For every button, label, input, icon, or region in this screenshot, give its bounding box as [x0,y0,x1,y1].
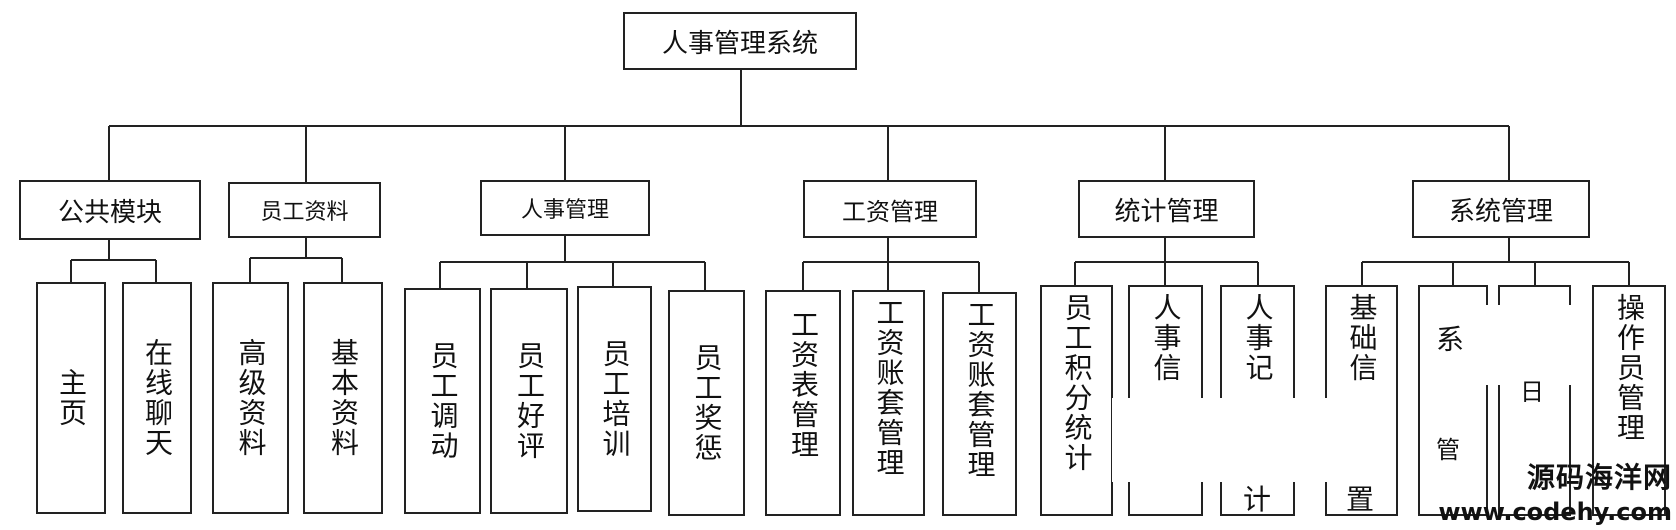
leaf-system-2 [1418,285,1488,516]
fragment-xi: 系 [1436,323,1465,356]
leaf-label: 工资账套管理 [872,298,906,478]
module-label: 系统管理 [1448,196,1553,227]
module-label: 工资管理 [842,197,938,226]
leaf-operator-management: 操作员管理 [1592,285,1666,516]
module-employee-data: 员工资料 [228,182,381,238]
watermark-title: 源码海洋网 [1526,461,1672,494]
leaf-employee-rewards: 员工奖惩 [668,290,745,516]
occlusion-right [1468,305,1588,385]
leaf-label: 在线聊天 [141,338,174,458]
leaf-label: 基本资料 [327,338,360,458]
leaf-home: 主页 [36,282,106,514]
module-public: 公共模块 [19,180,201,240]
module-system: 系统管理 [1412,180,1590,238]
leaf-salary-table: 工资表管理 [765,290,841,516]
leaf-label: 员工调动 [426,341,460,461]
leaf-salary-account-2: 工资账套管理 [942,292,1017,516]
module-hr: 人事管理 [480,180,650,236]
leaf-label: 员工培训 [598,339,632,459]
fragment-ji: 计 [1243,483,1272,516]
leaf-label: 人事记 [1241,293,1275,383]
fragment-ri: 日 [1520,378,1544,406]
root-label: 人事管理系统 [661,28,818,59]
leaf-advanced-data: 高级资料 [212,282,289,514]
watermark-url: www.codehy.com [1438,498,1672,526]
leaf-salary-account: 工资账套管理 [852,290,925,516]
leaf-employee-praise: 员工好评 [490,288,568,514]
module-label: 统计管理 [1114,196,1219,227]
leaf-label: 员工奖惩 [690,343,724,463]
leaf-points-statistics: 员工积分统计 [1040,285,1113,516]
leaf-label: 操作员管理 [1613,293,1646,443]
module-salary: 工资管理 [803,180,977,238]
module-label: 员工资料 [260,200,349,225]
root-node: 人事管理系统 [623,12,857,70]
module-statistics: 统计管理 [1078,180,1255,238]
leaf-label: 基础信 [1345,293,1379,383]
leaf-basic-settings: 基础信 [1325,285,1398,516]
leaf-label: 主页 [55,368,88,428]
leaf-label: 人事信 [1149,293,1183,383]
occlusion-left [1112,398,1332,482]
leaf-employee-transfer: 员工调动 [404,288,481,514]
fragment-guan: 管 [1436,436,1460,464]
leaf-label: 工资账套管理 [963,300,997,480]
leaf-label: 工资表管理 [787,310,820,460]
leaf-online-chat: 在线聊天 [122,282,192,514]
leaf-label: 员工好评 [513,341,546,461]
leaf-basic-data: 基本资料 [303,282,383,514]
module-label: 公共模块 [57,197,162,228]
leaf-employee-training: 员工培训 [577,286,652,512]
leaf-label: 员工积分统计 [1060,293,1094,473]
module-label: 人事管理 [520,198,609,223]
leaf-label: 高级资料 [234,338,268,458]
fragment-zhi: 置 [1346,483,1375,516]
